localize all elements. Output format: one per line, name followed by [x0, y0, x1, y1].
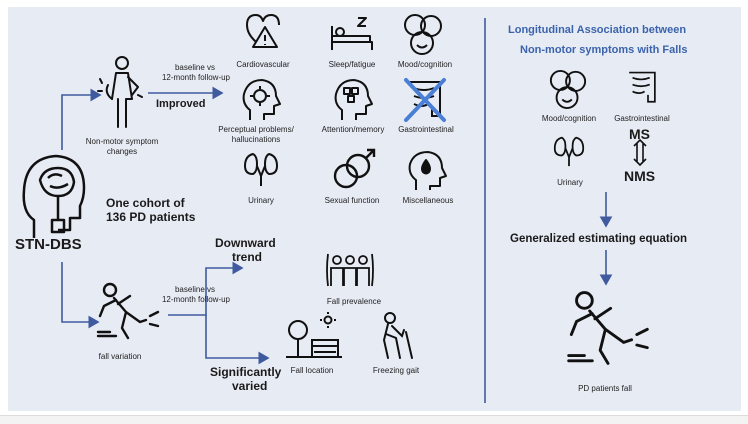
significantly-line-2: varied: [232, 379, 268, 393]
symptom-label-attention: Attention/memory: [321, 125, 385, 134]
double-arrow-icon: [633, 138, 647, 167]
head-brain-icon: [330, 78, 374, 122]
park-icon: [286, 312, 342, 358]
tremor-person-icon: [97, 55, 144, 130]
symptom-label-perceptual: Perceptual problems/ hallucinations: [206, 125, 306, 145]
cohort-line-1: One cohort of: [106, 196, 185, 210]
heart-icon: [243, 11, 283, 51]
right-gastro-label: Gastrointestinal: [614, 114, 670, 123]
improved-label: Improved: [156, 98, 206, 110]
arrow-downward: [168, 261, 244, 316]
symptom-label-perceptual-text: Perceptual problems/ hallucinations: [218, 125, 294, 144]
faces-icon: [402, 12, 444, 56]
symptom-label-cardio: Cardiovascular: [236, 60, 290, 69]
right-mood-label: Mood/cognition: [541, 114, 597, 123]
gender-icon: [332, 148, 376, 192]
dbs-label: STN-DBS: [15, 236, 82, 253]
background-panel: [8, 7, 741, 411]
faces-icon: [548, 68, 588, 110]
significantly-line-1: Significantly: [210, 365, 282, 379]
arrow-to-fall: [61, 262, 100, 329]
head-gear-icon: [240, 78, 281, 122]
baseline-top-1: baseline vs: [174, 63, 216, 72]
fall-prevalence-label: Fall prevalence: [326, 297, 382, 306]
falling-person-icon: [96, 282, 160, 340]
walker-elder-icon: [376, 312, 416, 360]
sweat-head-icon: [406, 150, 447, 192]
falling-person-icon: [566, 290, 650, 366]
pd-fall-label: PD patients fall: [578, 384, 632, 393]
crowd-icon: [326, 250, 374, 290]
ms-label: MS: [629, 126, 650, 142]
intestine-crossed-icon: [404, 78, 446, 122]
symptom-label-urinary: Urinary: [248, 196, 274, 205]
symptom-label-misc: Miscellaneous: [402, 196, 454, 205]
arrow-to-nms: [61, 88, 102, 150]
baseline-bottom-1: baseline vs: [174, 285, 216, 294]
fall-location-label: Fall location: [290, 366, 334, 375]
downward-line-2: trend: [232, 250, 262, 264]
bed-icon: [330, 12, 374, 52]
symptom-label-sleep: Sleep/fatigue: [328, 60, 376, 69]
symptom-label-gastro: Gastrointestinal: [398, 125, 454, 134]
bottom-strip: [0, 415, 748, 424]
symptom-label-mood: Mood/cognition: [397, 60, 453, 69]
intestine-icon: [624, 68, 660, 108]
right-title-1: Longitudinal Association between: [508, 24, 687, 36]
kidney-icon: [243, 150, 279, 188]
cohort-line-2: 136 PD patients: [106, 210, 196, 224]
right-title-2: Non-motor symptoms with Falls: [520, 44, 688, 56]
right-urinary-label: Urinary: [557, 178, 583, 187]
baseline-bottom-2: 12-month follow-up: [161, 295, 231, 304]
nms-changes-line-1: Non-motor symptom: [85, 137, 159, 146]
nms-label: NMS: [624, 168, 656, 184]
freezing-gait-label: Freezing gait: [372, 366, 420, 375]
gee-label: Generalized estimating equation: [510, 233, 688, 245]
nms-changes-line-2: changes: [106, 147, 138, 156]
kidney-icon: [553, 134, 585, 168]
downward-line-1: Downward: [215, 236, 276, 250]
dbs-head-icon: [14, 150, 92, 242]
fall-variation-label: fall variation: [98, 352, 142, 361]
symptom-label-sexual: Sexual function: [324, 196, 380, 205]
arrow-significant: [205, 315, 270, 365]
baseline-top-2: 12-month follow-up: [161, 73, 231, 82]
